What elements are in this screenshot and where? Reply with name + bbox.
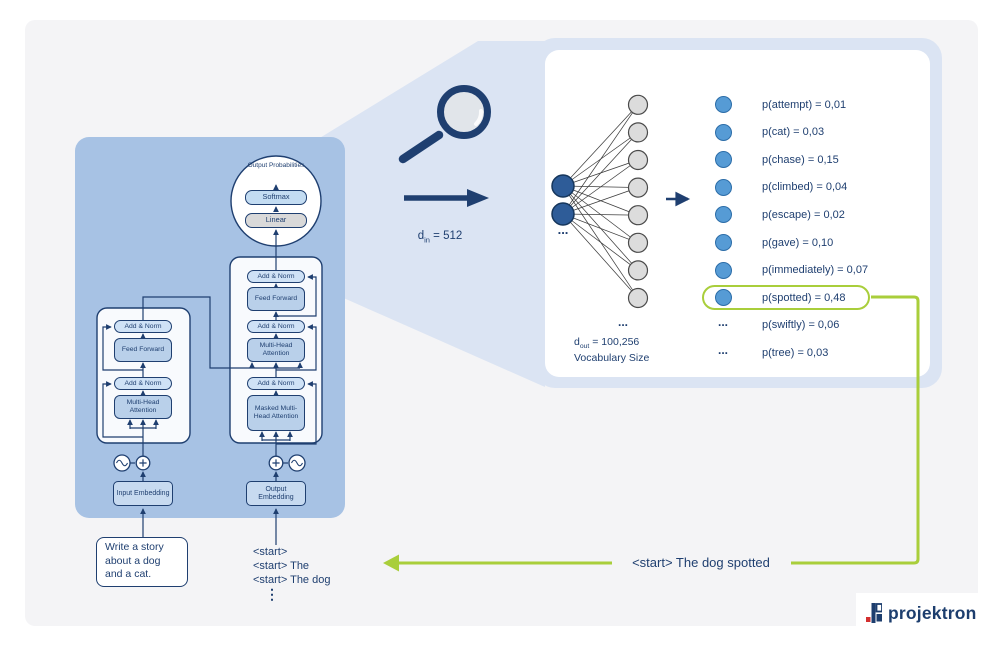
hidden-nodes-ellipsis: ... [617,315,628,329]
green-highlight-box [702,285,870,310]
feedback-text: <start> The dog spotted [632,555,770,570]
probability-row: ... p(tree) = 0,03 [703,339,933,367]
token-line: <start> The dog [253,574,331,587]
probability-label: p(swiftly) = 0,06 [762,319,840,332]
encoder-add-norm-2: Add & Norm [114,320,172,333]
probability-list: p(attempt) = 0,01 p(cat) = 0,03 p(chase)… [703,91,933,366]
probability-row: p(attempt) = 0,01 [703,91,933,119]
projektron-logo: projektron [856,593,1000,633]
input-nodes-ellipsis: ... [557,222,569,237]
prompt-box: Write a story about a dog and a cat. [96,537,188,587]
output-probabilities-label: Output Probabilities [247,162,305,169]
probability-label: p(attempt) = 0,01 [762,98,847,111]
probability-row: p(chase) = 0,15 [703,146,933,174]
softmax-block: Softmax [245,190,307,205]
token-node-icon [714,96,732,114]
vocab-size-label: Vocabulary Size [574,352,650,365]
token-node-icon [714,151,732,169]
ellipsis: ... [717,342,728,357]
probability-row: p(escape) = 0,02 [703,201,933,229]
probability-label: p(cat) = 0,03 [762,126,825,139]
token-sequence: <start> <start> The <start> The dog [253,545,363,588]
vertical-ellipsis: ⋮ [265,586,279,602]
probability-label: p(climbed) = 0,04 [762,181,848,194]
token-line: <start> [253,546,288,558]
prompt-line: Write a story [105,541,164,553]
probability-label: p(immediately) = 0,07 [762,264,869,277]
projektron-logo-text: projektron [888,602,977,623]
probability-row: ... p(swiftly) = 0,06 [703,311,933,339]
token-node-icon [714,261,732,279]
decoder-add-norm-1: Add & Norm [247,377,305,390]
decoder-feed-forward: Feed Forward [247,287,305,311]
din-rest: = 512 [429,230,463,242]
decoder-masked-multi-head-attention: Masked Multi-Head Attention [247,395,305,431]
prompt-line: and a cat. [105,568,152,581]
output-embedding-block: Output Embedding [246,481,306,506]
encoder-multi-head-attention: Multi-Head Attention [114,395,172,419]
prompt-line: about a dog [105,554,161,567]
dout-value: dout = 100,256 [574,336,640,351]
probability-label: p(escape) = 0,02 [762,208,845,221]
token-node-icon [714,289,732,307]
din-label: din = 512 [405,230,475,244]
probability-row: p(cat) = 0,03 [703,119,933,147]
token-node-icon [714,123,732,141]
linear-block: Linear [245,213,307,228]
encoder-add-norm-1: Add & Norm [114,377,172,390]
probability-row: p(immediately) = 0,07 [703,256,933,284]
token-node-icon [714,234,732,251]
projektron-logo-icon [866,603,882,623]
encoder-feed-forward: Feed Forward [114,338,172,362]
token-line: <start> The [253,560,310,573]
decoder-add-norm-2: Add & Norm [247,320,305,333]
probability-label: p(chase) = 0,15 [762,153,839,166]
probability-label: p(gave) = 0,10 [762,236,834,249]
decoder-multi-head-attention: Multi-Head Attention [247,338,305,362]
token-node-icon [714,206,732,224]
probability-row: p(climbed) = 0,04 [703,174,933,202]
decoder-add-norm-3: Add & Norm [247,270,305,283]
probability-row: p(gave) = 0,10 [703,229,933,257]
probability-label: p(tree) = 0,03 [762,346,829,359]
token-node-icon [714,178,732,196]
dout-label: dout = 100,256 Vocabulary Size [574,335,694,365]
ellipsis: ... [717,315,728,330]
input-embedding-block: Input Embedding [113,481,173,506]
